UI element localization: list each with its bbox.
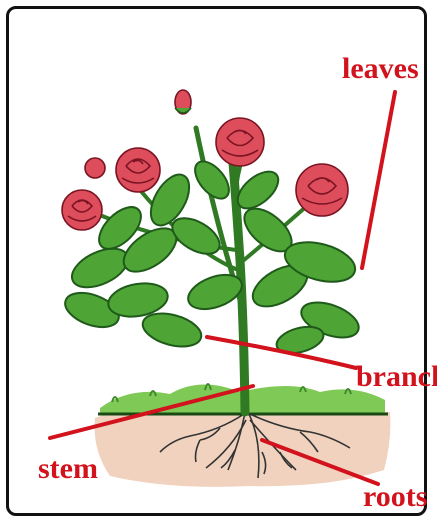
- rose-right: [296, 164, 348, 216]
- rose-left: [62, 190, 102, 230]
- label-leaves: leaves: [342, 54, 419, 84]
- label-branch: branch: [356, 362, 437, 392]
- rose-mid-left: [116, 148, 160, 192]
- rose-top: [216, 118, 264, 166]
- label-stem: stem: [38, 454, 98, 484]
- label-roots: roots: [363, 482, 427, 512]
- rose-small: [85, 158, 105, 178]
- leaves-pointer: [362, 92, 395, 268]
- rose-bud: [175, 90, 191, 114]
